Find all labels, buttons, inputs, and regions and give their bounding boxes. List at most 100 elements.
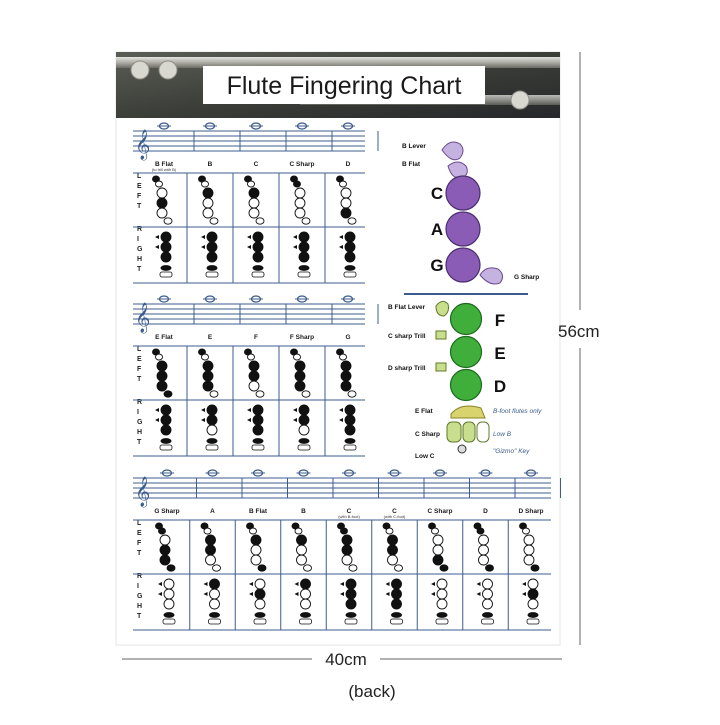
banner: Flute Fingering Chart [116,52,560,118]
fingering-column: B [280,508,312,630]
trill-lever [385,582,390,586]
trill-lever [522,592,526,596]
foot-roller-key [205,271,219,278]
foot-roller-key [526,618,540,625]
g-sharp-key [485,564,494,572]
foot-roller-key [162,618,176,625]
finger-key [160,241,172,253]
finger-key [206,404,218,416]
trill-lever [431,592,435,596]
foot-key [344,438,356,444]
foot-roller-key [159,444,173,451]
finger-key [344,424,356,436]
note-head [204,295,216,303]
finger-key [248,207,260,219]
note-head [250,122,262,130]
finger-key [160,404,172,416]
hand-letter: I [137,583,139,590]
g-sharp-key [257,564,267,572]
key-label: E Flat [415,408,434,415]
foot-roller-key [159,271,173,278]
hand-letter: L [137,173,142,180]
green-finger-key [449,302,483,336]
note-name: D Sharp [519,508,544,515]
foot-roller-key [205,444,219,451]
hand-letter: G [137,593,143,600]
finger-key [298,241,310,253]
thumb-key [385,527,394,535]
thumb-key [339,180,347,188]
finger-key [300,578,311,590]
finger-key [340,370,352,382]
thumb-key [158,527,166,535]
thumb-key [293,353,301,361]
note-name: A [210,508,215,515]
trill-lever [476,582,481,586]
trill-lever [522,582,526,586]
g-sharp-key [394,564,403,572]
finger-key [296,544,307,556]
foot-roller-key [208,618,221,625]
purple-finger-key [445,175,481,211]
key-letter: F [495,311,505,330]
g-sharp-key [303,564,312,572]
finger-key [294,380,306,392]
finger-key [206,241,218,253]
note-name: G Sharp [154,508,179,515]
g-sharp-key [209,390,219,398]
finger-key [478,534,489,546]
finger-key [160,424,172,436]
trill-lever [431,582,435,586]
note-head [250,295,262,303]
finger-key [294,360,306,372]
trill-lever [476,592,481,596]
trill-lever [201,408,205,412]
finger-key [156,380,168,392]
finger-key [163,588,175,600]
trill-lever [155,245,159,249]
trill-lever [339,418,343,422]
finger-key [344,241,356,253]
fingering-column: F Sharp [278,334,314,456]
height-label: 56cm [558,322,600,341]
trill-lever [293,418,297,422]
note-name: C [392,508,397,515]
hand-letter: T [137,439,142,446]
g-sharp-key [347,390,357,398]
note-head [158,295,170,303]
hand-letter: F [137,366,142,373]
foot-roller-key [343,271,357,278]
finger-key [298,414,310,426]
foot-roller-key [251,444,265,451]
trill-lever [203,592,208,596]
hand-letter: E [137,530,142,537]
note-name: C Sharp [290,161,315,168]
hand-letter: I [137,236,139,243]
fingering-column: G [324,334,357,456]
note-name: F [254,334,258,341]
finger-key [202,197,214,209]
note-head [298,469,309,477]
foot-key [391,612,402,618]
note-head [161,469,173,477]
note-name: D [483,508,488,515]
hand-letter: I [137,409,139,416]
finger-key [432,554,444,566]
c-sharp-trill-key [435,330,447,340]
hand-letter: E [137,183,142,190]
finger-key [250,544,262,556]
treble-clef-icon: 𝄞 [135,302,150,334]
finger-key [523,544,535,556]
finger-key [436,578,448,590]
trill-lever [201,418,205,422]
fingering-column: D [324,161,357,283]
g-sharp-key [301,217,311,225]
note-head [434,469,446,477]
finger-key [345,588,357,600]
foot-roller-key [481,618,494,625]
finger-key [344,231,356,243]
purple-finger-key [445,247,481,283]
finger-key [298,404,310,416]
hand-letter: G [137,246,143,253]
